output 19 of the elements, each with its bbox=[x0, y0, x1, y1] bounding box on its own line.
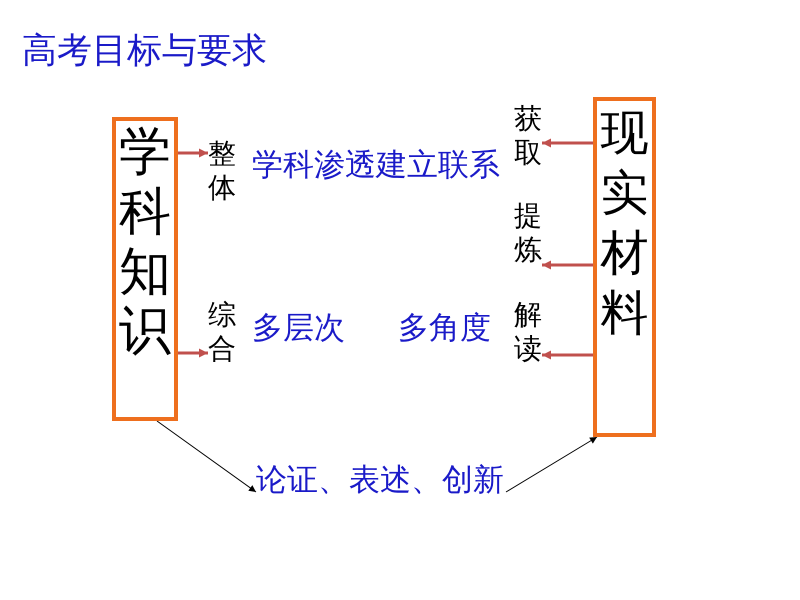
arrow bbox=[542, 260, 593, 270]
vertical-text: 综合 bbox=[208, 298, 236, 366]
vertical-text: 提炼 bbox=[514, 199, 542, 267]
arrow bbox=[156, 420, 256, 492]
title: 高考目标与要求 bbox=[22, 30, 267, 72]
vertical-text-box: 现实材料 bbox=[593, 97, 656, 437]
arrow bbox=[506, 436, 598, 492]
vertical-text: 整体 bbox=[208, 137, 236, 205]
text-label: 学科渗透建立联系 bbox=[252, 146, 500, 184]
arrow bbox=[178, 348, 208, 358]
arrow bbox=[542, 350, 593, 360]
vertical-text: 获取 bbox=[514, 102, 542, 170]
text-label: 多层次 bbox=[252, 309, 345, 346]
arrow bbox=[178, 148, 208, 158]
vertical-text: 解读 bbox=[514, 298, 542, 366]
text-label: 多角度 bbox=[398, 309, 491, 346]
text-label: 论证、表述、创新 bbox=[256, 461, 506, 499]
vertical-text-box: 学科知识 bbox=[112, 117, 178, 421]
arrow bbox=[542, 138, 593, 148]
